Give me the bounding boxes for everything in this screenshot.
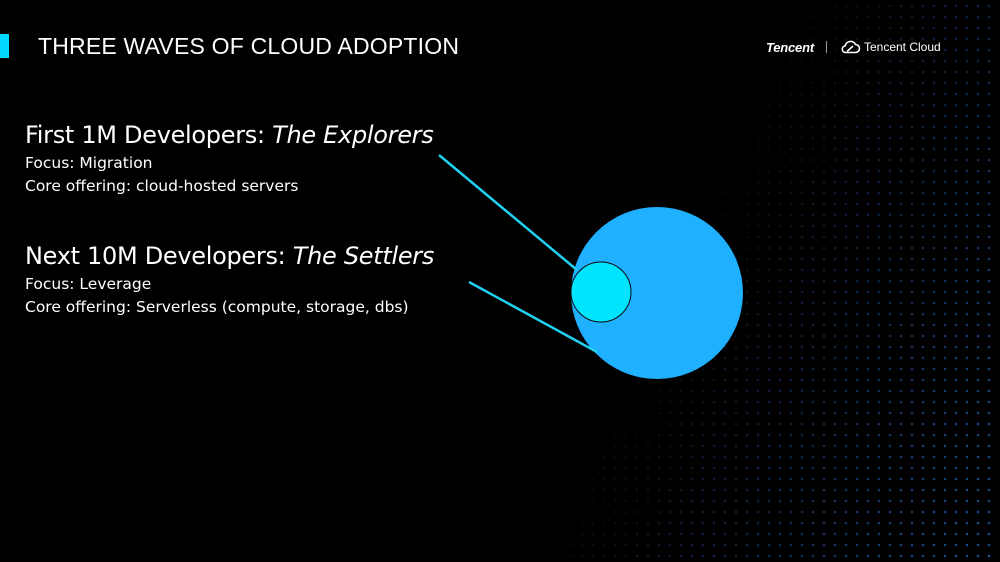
wave-focus: Focus: Leverage [25, 275, 152, 293]
wave-next-settlers: Next 10M Developers: The Settlers Focus:… [25, 239, 434, 319]
explorers-small-circle [570, 261, 632, 323]
wave-heading: Next 10M Developers: The Settlers [25, 239, 434, 273]
brand-divider [825, 41, 827, 53]
brand-logo: Tencent Tencent Cloud [766, 37, 941, 57]
title-accent-bar [0, 34, 9, 58]
slide-title: THREE WAVES OF CLOUD ADOPTION [38, 33, 460, 59]
explorers-connector-line [438, 154, 578, 271]
wave-first-explorers: First 1M Developers: The Explorers Focus… [25, 118, 434, 198]
settlers-connector-line [468, 280, 598, 354]
wave-core-offering: Core offering: cloud-hosted servers [25, 177, 299, 195]
tencent-cloud-wordmark: Tencent Cloud [863, 40, 941, 54]
wave-heading-prefix: First 1M Developers: [25, 121, 273, 149]
cloud-icon [841, 40, 861, 54]
wave-persona: The Explorers [272, 121, 434, 149]
wave-focus: Focus: Migration [25, 154, 153, 172]
wave-persona: The Settlers [292, 242, 435, 270]
tencent-wordmark: Tencent [766, 39, 814, 55]
wave-core-offering: Core offering: Serverless (compute, stor… [25, 298, 409, 316]
wave-heading: First 1M Developers: The Explorers [25, 118, 434, 152]
wave-heading-prefix: Next 10M Developers: [25, 242, 293, 270]
settlers-large-circle [571, 207, 743, 379]
